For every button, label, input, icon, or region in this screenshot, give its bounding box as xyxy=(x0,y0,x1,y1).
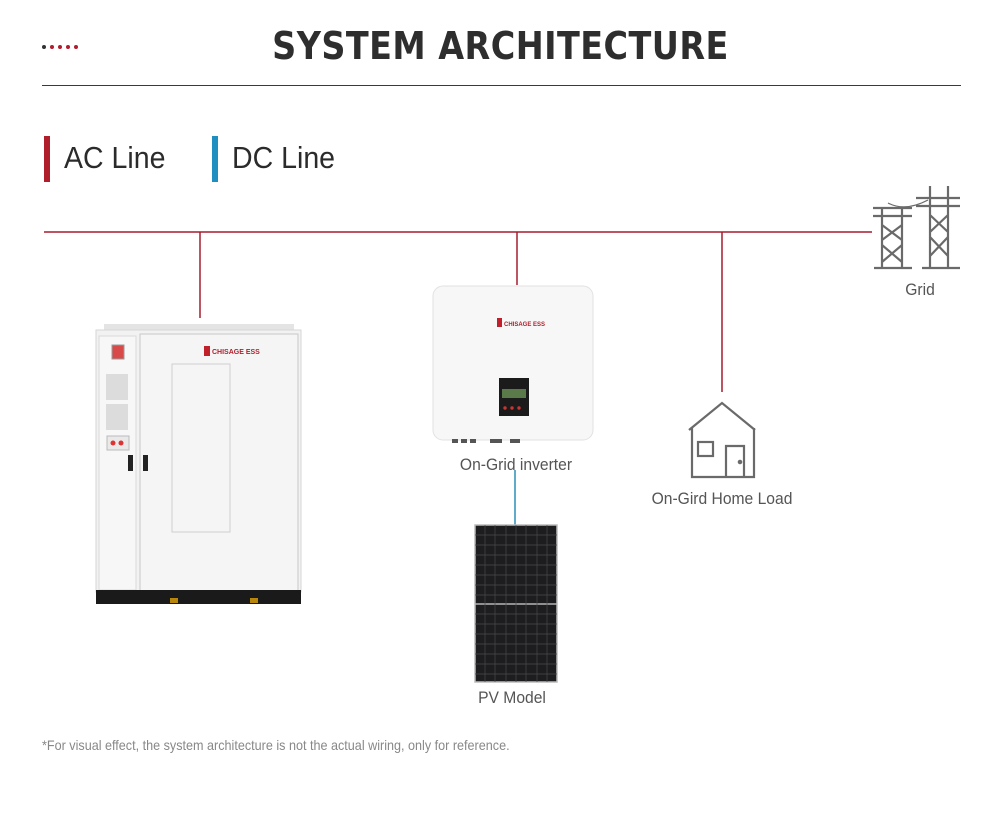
home-icon xyxy=(688,401,756,479)
decorative-dots xyxy=(42,45,78,51)
pv-panel xyxy=(474,524,558,683)
title-divider xyxy=(42,85,961,86)
inverter-label: On-Grid inverter xyxy=(459,455,573,474)
dc-legend-label: DC Line xyxy=(232,140,336,175)
dot xyxy=(74,45,78,49)
home-load-label: On-Gird Home Load xyxy=(651,489,793,508)
cabinet-brand: CHISAGE ESS xyxy=(212,349,260,356)
page-title: SYSTEM ARCHITECTURE xyxy=(272,24,729,68)
dc-legend-swatch xyxy=(212,136,218,182)
inverter-device: CHISAGE ESS xyxy=(432,285,594,443)
grid-tower-icon xyxy=(873,186,960,270)
ac-legend-label: AC Line xyxy=(64,140,166,175)
dot xyxy=(42,45,46,49)
pv-label: PV Model xyxy=(478,688,546,707)
grid-label: Grid xyxy=(905,280,935,299)
inverter-brand: CHISAGE ESS xyxy=(504,322,545,328)
ac-lines xyxy=(44,231,872,392)
dot xyxy=(58,45,62,49)
footnote: *For visual effect, the system architect… xyxy=(42,737,510,753)
ess-cabinet: CHISAGE ESS xyxy=(95,324,302,604)
dot xyxy=(66,45,70,49)
dot xyxy=(50,45,54,49)
ac-legend-swatch xyxy=(44,136,50,182)
